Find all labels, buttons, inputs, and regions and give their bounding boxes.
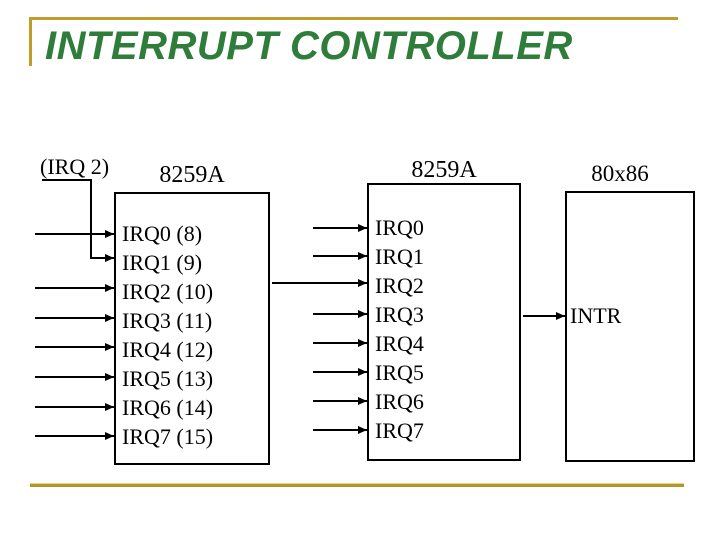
cpu-chip-label: 80x86 [591,161,649,186]
master-pin-irq1: IRQ1 [375,244,424,269]
top-rule [30,17,678,20]
bottom-rule [30,483,684,487]
slave-pin-list: IRQ0 (8) IRQ1 (9) IRQ2 (10) IRQ3 (11) IR… [116,194,268,451]
slave-pin-irq0: IRQ0 (8) [122,221,203,246]
left-rule [29,17,32,66]
master-pin-irq2: IRQ2 [375,273,424,298]
slave-8259a-box: IRQ0 (8) IRQ1 (9) IRQ2 (10) IRQ3 (11) IR… [114,192,270,465]
slave-pin-irq2: IRQ2 (10) [122,279,214,304]
cpu-80x86-box [565,191,695,462]
slave-pin-irq5: IRQ5 (13) [122,366,214,391]
slave-pin-irq4: IRQ4 (12) [122,337,214,362]
slave-pin-irq3: IRQ3 (11) [122,308,213,333]
slave-chip-label: 8259A [159,162,225,188]
cascade-irq2-label: (IRQ 2) [40,154,110,179]
cascade-irq2-wire [42,179,114,262]
slave-pin-irq1: IRQ1 (9) [122,250,203,275]
slide-title: INTERRUPT CONTROLLER [45,24,573,68]
master-pin-irq6: IRQ6 [375,389,424,414]
master-pin-irq4: IRQ4 [375,331,424,356]
slave-pin-irq7: IRQ7 (15) [122,424,214,449]
master-pin-irq5: IRQ5 [375,360,424,385]
master-8259a-box: IRQ0 IRQ1 IRQ2 IRQ3 IRQ4 IRQ5 IRQ6 IRQ7 [367,183,521,461]
master-pin-list: IRQ0 IRQ1 IRQ2 IRQ3 IRQ4 IRQ5 IRQ6 IRQ7 [369,185,519,445]
master-pin-irq3: IRQ3 [375,302,424,327]
cpu-intr-pin-label: INTR [570,303,622,328]
master-chip-label: 8259A [411,157,477,183]
master-pin-irq0: IRQ0 [375,215,424,240]
master-pin-irq7: IRQ7 [375,418,424,443]
slave-pin-irq6: IRQ6 (14) [122,395,214,420]
